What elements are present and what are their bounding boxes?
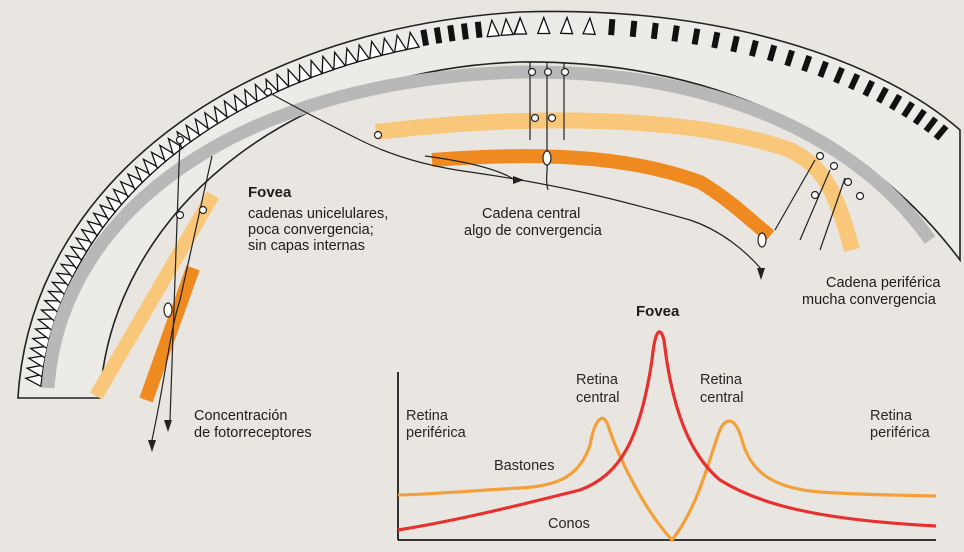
fovea-chain-line: poca convergencia; [248,222,374,238]
right-central-label: central [700,390,744,406]
cones-curve [398,332,936,530]
fovea-chain-title: Fovea [248,184,292,201]
left-periphery-label: Retina [406,408,449,424]
cone-photoreceptor [608,19,615,35]
right-central-label: Retina [700,372,743,388]
fovea-chain-line: sin capas internas [248,238,365,254]
rods-label: Bastones [494,458,554,474]
graph-fovea-label: Fovea [636,303,680,320]
left-central-label: central [576,390,620,406]
right-periphery-label: Retina [870,408,913,424]
concentration-label: Concentración [194,408,288,424]
central-chain-label: algo de convergencia [464,223,603,239]
central-light-band [376,120,852,250]
peripheral-chain-label: mucha convergencia [802,292,937,308]
concentration-label: de fotorreceptores [194,425,312,441]
right-periphery-label: periférica [870,425,931,441]
central-chain-label: Cadena central [482,206,580,222]
cones-label: Conos [548,516,590,532]
fovea-chain-line: cadenas unicelulares, [248,206,388,222]
peripheral-chain-label: Cadena periférica [826,275,941,291]
rods-curve [398,418,936,540]
left-periphery-label: periférica [406,425,467,441]
left-central-label: Retina [576,372,619,388]
